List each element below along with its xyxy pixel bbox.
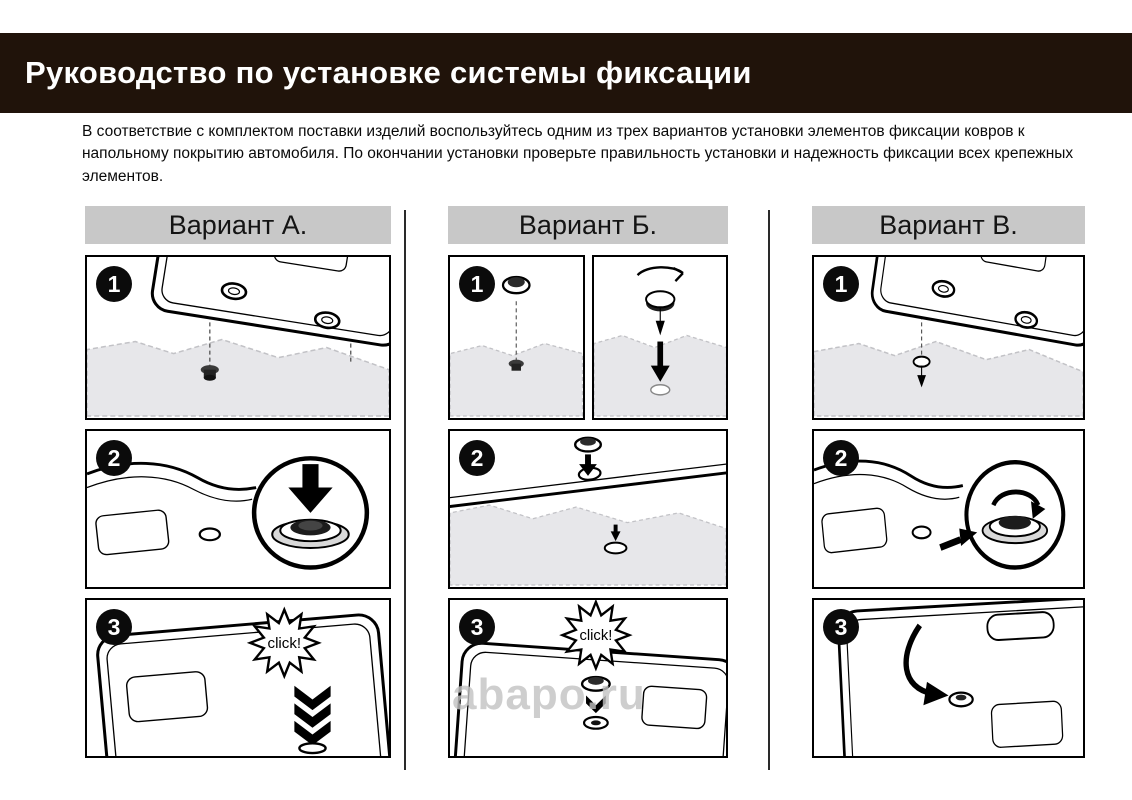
illustration-v-step2 [814,459,1066,570]
illustration-b-step1-left [450,275,583,417]
site-watermark: abapo.ru [452,670,646,719]
variant-a-header: Вариант А. [85,206,391,244]
svg-text:click!: click! [268,636,302,652]
carpet-hole [649,384,670,396]
step-number-badge: 3 [823,609,859,645]
illustration-v-step1 [814,257,1083,417]
press-arrows-icon [294,685,331,746]
fastener-cap-icon [574,436,602,453]
mat-edge [87,461,257,556]
fastener-assembly [580,675,611,730]
step-number-badge: 2 [459,440,495,476]
step-number-badge: 3 [459,609,495,645]
variant-v-step-1-panel: 1 [812,255,1085,420]
mat-edge [814,459,964,554]
push-arrow-icon [939,528,978,551]
variant-a-step-3-panel: 3 click! [85,598,391,758]
screw-fastener-icon [644,290,675,336]
title-bar: Руководство по установке системы фиксаци… [0,33,1132,113]
illustration-b-step3: click! [453,600,726,756]
variant-a-step-1-panel: 1 [85,255,391,420]
variant-b-column: Вариант Б. 1 [448,206,728,767]
carpet-shape [814,340,1083,417]
illustration-a-step1 [87,257,389,417]
variant-v-label: Вариант В. [879,209,1018,240]
variant-b-header: Вариант Б. [448,206,728,244]
fastener-cap-icon [948,691,974,708]
down-arrow-icon [288,464,333,513]
intro-paragraph: В соответствие с комплектом поставки изд… [82,123,1074,185]
step-number-badge: 2 [96,440,132,476]
rotate-arrow-icon [636,266,684,283]
fixing-stud-icon [200,365,219,381]
variant-b-step-1-panels: 1 [448,255,728,420]
step-number-badge: 1 [823,266,859,302]
variants-area: Вариант А. 1 [0,206,1132,780]
variant-b-step-3-panel: 3 click! [448,598,728,758]
illustration-b-step2 [450,431,726,586]
mat-corner [870,257,1083,347]
screw-stud-icon [912,355,931,388]
magnifier-detail [251,456,370,570]
down-arrow-icon [650,341,670,382]
variant-v-step-3-panel: 3 [812,598,1085,758]
svg-text:click!: click! [579,628,612,644]
page-title: Руководство по установке системы фиксаци… [25,55,752,90]
mat-corner [150,257,389,347]
fixing-stud-icon [508,359,524,371]
illustration-a-step3: click! [96,606,389,756]
carpet-shape [450,504,726,586]
step-number-badge: 1 [459,266,495,302]
turn-arrow-icon [991,489,1046,519]
click-starburst: click! [559,600,633,672]
magnifier-detail [964,460,1066,570]
variant-a-column: Вариант А. 1 [85,206,391,767]
variant-b-step-1-left-panel: 1 [448,255,585,420]
hook-arrow-icon [903,623,949,706]
column-divider [768,210,770,770]
illustration-b-step1-right [593,266,726,417]
variant-v-header: Вариант В. [812,206,1085,244]
mat-outline [837,600,1083,756]
step-number-badge: 3 [96,609,132,645]
variant-v-column: Вариант В. 1 [812,206,1085,767]
column-divider [404,210,406,770]
carpet-grommet-icon [603,524,628,555]
down-arrow-icon [579,454,597,476]
variant-b-step-2-panel: 2 [448,429,728,589]
step-number-badge: 2 [823,440,859,476]
carpet-shape [87,338,389,417]
fastener-cap-icon [501,275,531,295]
click-starburst: click! [246,606,322,680]
variant-a-label: Вариант А. [168,209,308,240]
mat-outline [96,613,389,756]
variant-v-step-2-panel: 2 [812,429,1085,589]
carpet-shape [450,342,583,417]
step-number-badge: 1 [96,266,132,302]
variant-b-label: Вариант Б. [518,209,658,240]
variant-a-step-2-panel: 2 [85,429,391,589]
variant-b-step-1-right-panel [591,255,728,420]
fastener-cap [298,742,327,755]
illustration-v-step3 [837,600,1083,756]
illustration-a-step2 [87,456,370,570]
